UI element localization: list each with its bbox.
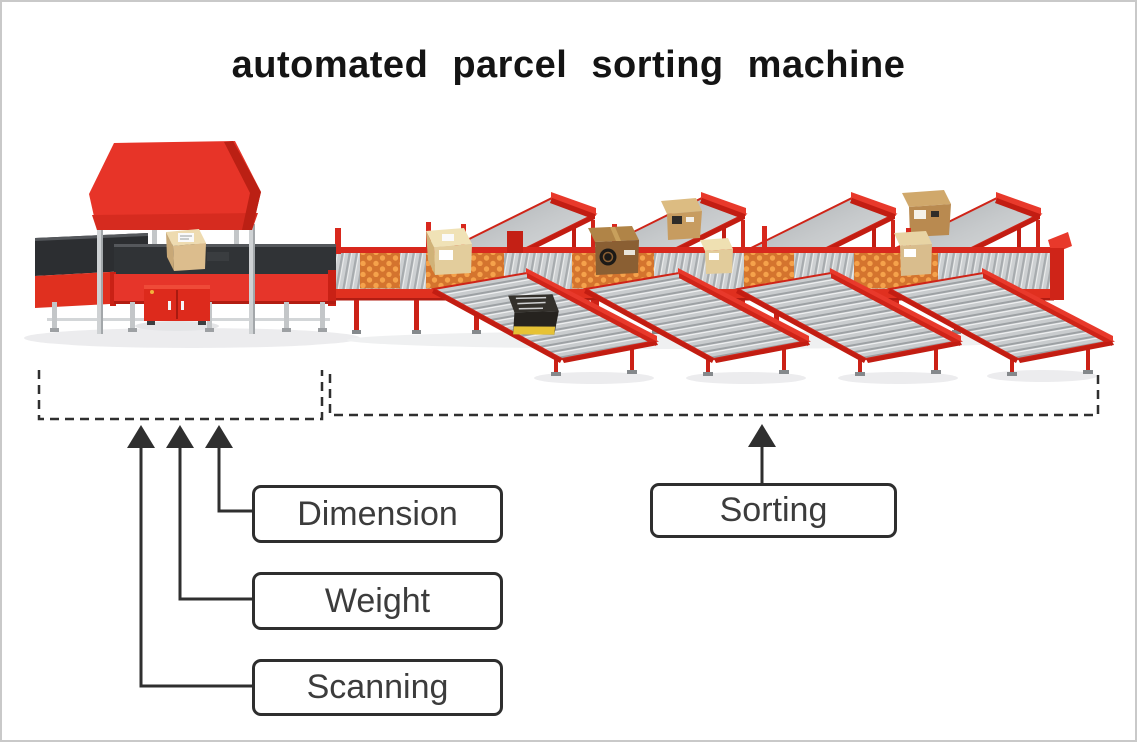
dimension-arrow <box>205 425 253 513</box>
label-scanning-text: Scanning <box>306 668 449 706</box>
parcel-on-line-3 <box>700 238 733 274</box>
sorting-arrow <box>748 424 776 484</box>
annotation-layer <box>37 370 1100 688</box>
barcode-scanner-head <box>207 252 229 261</box>
canopy-back-leg <box>152 228 157 254</box>
label-weight-text: Weight <box>324 581 431 620</box>
parcel-on-upper-chute-2 <box>661 198 702 240</box>
label-scanning: Scanning <box>252 659 503 716</box>
scanner-canopy <box>89 141 261 230</box>
parcel-on-line-4 <box>894 231 932 276</box>
control-cabinet <box>144 285 210 325</box>
parcel-on-line-1 <box>426 228 472 275</box>
canopy-back-leg <box>234 224 239 252</box>
label-sorting: Sorting <box>650 483 897 538</box>
canopy-front-legs <box>97 224 255 334</box>
parcel-on-line-2 <box>588 226 639 275</box>
scan-weigh-dimension-station <box>35 141 336 334</box>
parcel-under-scanner <box>166 229 206 271</box>
parcel-on-lower-chute-1 <box>508 294 559 335</box>
label-sorting-text: Sorting <box>719 491 828 529</box>
line-motor-box <box>507 231 523 253</box>
scanning-arrow <box>127 425 253 688</box>
page-title: automated parcel sorting machine <box>231 44 906 86</box>
label-dimension: Dimension <box>252 485 503 543</box>
station-bracket-right <box>328 374 1100 417</box>
line-end-stop <box>1048 232 1072 300</box>
label-weight: Weight <box>252 572 503 630</box>
parcel-on-upper-chute-4 <box>902 190 951 237</box>
label-dimension-text: Dimension <box>297 494 458 533</box>
weight-arrow <box>166 425 253 601</box>
station-bracket-left <box>37 370 324 421</box>
